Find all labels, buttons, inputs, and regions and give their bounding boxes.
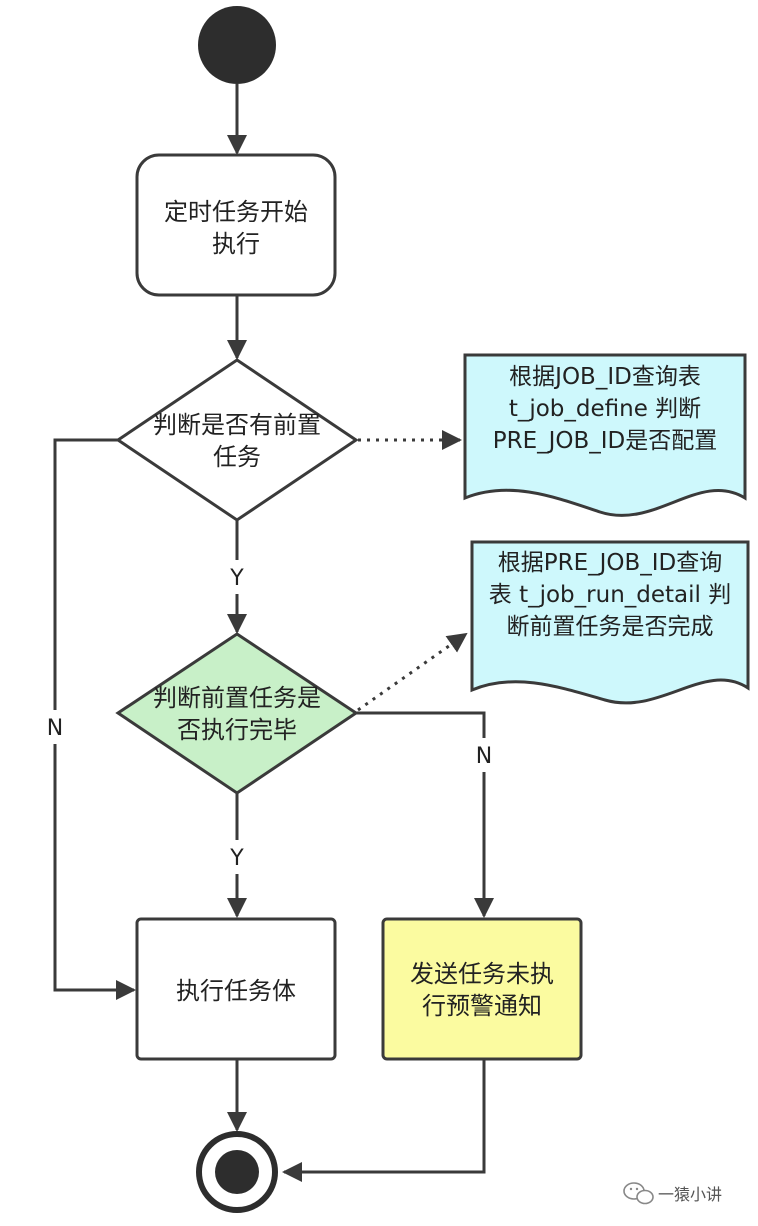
send-alert-line-1: 发送任务未执 [410, 960, 554, 988]
svg-text:根据JOB_ID查询表: 根据JOB_ID查询表 [509, 364, 701, 390]
check-pre-done-line-2: 否执行完毕 [177, 716, 297, 744]
note-job-define-line-2: t_job_define 判断 [509, 396, 701, 422]
start-node [198, 6, 276, 84]
svg-text:定时任务开始: 定时任务开始 [164, 198, 308, 226]
run-task-line-1: 执行任务体 [176, 977, 296, 1005]
yes-1-label-bg [222, 562, 252, 592]
svg-text:否执行完毕: 否执行完毕 [177, 716, 297, 744]
edge-label-no-2: N [476, 744, 492, 769]
check-pre-task-line-2: 任务 [213, 443, 261, 471]
run-task-node: 执行任务体 [135, 917, 337, 1061]
note-run-detail-line-2: 表 t_job_run_detail 判 [489, 582, 731, 608]
note-run-detail-line-1: 根据PRE_JOB_ID查询 [498, 550, 723, 576]
yes-2-label-bg [222, 842, 252, 872]
wechat-icon [623, 1182, 654, 1205]
start-task-line-2: 执行 [212, 230, 260, 258]
svg-text:断前置任务是否完成: 断前置任务是否完成 [507, 614, 714, 640]
note-job-define: 根据JOB_ID查询表 t_job_define 判断 PRE_JOB_ID是否… [463, 353, 747, 517]
edge-check-pre-no-arrow [53, 744, 136, 1000]
check-pre-task-decision: 判断是否有前置 任务 [115, 358, 359, 522]
svg-text:执行: 执行 [212, 230, 260, 258]
check-pre-done-line-1: 判断前置任务是 [153, 684, 321, 712]
svg-text:判断是否有前置: 判断是否有前置 [153, 411, 321, 439]
send-alert-node: 发送任务未执 行预警通知 [381, 917, 583, 1061]
svg-text:表 t_job_run_detail 判: 表 t_job_run_detail 判 [489, 582, 731, 608]
note-run-detail-line-3: 断前置任务是否完成 [507, 614, 714, 640]
watermark-text: 一猿小讲 [658, 1185, 722, 1204]
svg-text:t_job_define 判断: t_job_define 判断 [509, 396, 701, 422]
edge-label-no-1: N [47, 716, 63, 741]
svg-text:PRE_JOB_ID是否配置: PRE_JOB_ID是否配置 [493, 428, 718, 454]
note-job-define-line-1: 根据JOB_ID查询表 [509, 364, 701, 390]
note-run-detail: 根据PRE_JOB_ID查询 表 t_job_run_detail 判 断前置任… [470, 540, 750, 705]
start-task-line-1: 定时任务开始 [164, 198, 308, 226]
edge-label-yes-1: Y [229, 566, 244, 591]
check-pre-task-line-1: 判断是否有前置 [153, 411, 321, 439]
no-2-label-bg [469, 740, 499, 770]
edge-check-done-no [356, 711, 486, 738]
start-task-node: 定时任务开始 执行 [135, 153, 337, 297]
edge-check-pre-no [53, 438, 118, 710]
note-job-define-line-3: PRE_JOB_ID是否配置 [493, 428, 718, 454]
send-alert-line-2: 行预警通知 [422, 992, 542, 1020]
edge-label-yes-2: Y [229, 846, 244, 871]
svg-text:任务: 任务 [213, 443, 261, 471]
svg-text:发送任务未执: 发送任务未执 [410, 960, 554, 988]
end-node [196, 1131, 278, 1213]
svg-text:判断前置任务是: 判断前置任务是 [153, 684, 321, 712]
watermark: 一猿小讲 [623, 1182, 722, 1205]
svg-text:行预警通知: 行预警通知 [422, 992, 542, 1020]
svg-text:执行任务体: 执行任务体 [176, 977, 296, 1005]
check-pre-done-decision: 判断前置任务是 否执行完毕 [115, 632, 359, 795]
no-1-label-bg [40, 712, 70, 742]
edge-alert-to-end [282, 1059, 486, 1182]
dotted-link-note-run-detail [357, 632, 468, 712]
svg-text:根据PRE_JOB_ID查询: 根据PRE_JOB_ID查询 [498, 550, 723, 576]
